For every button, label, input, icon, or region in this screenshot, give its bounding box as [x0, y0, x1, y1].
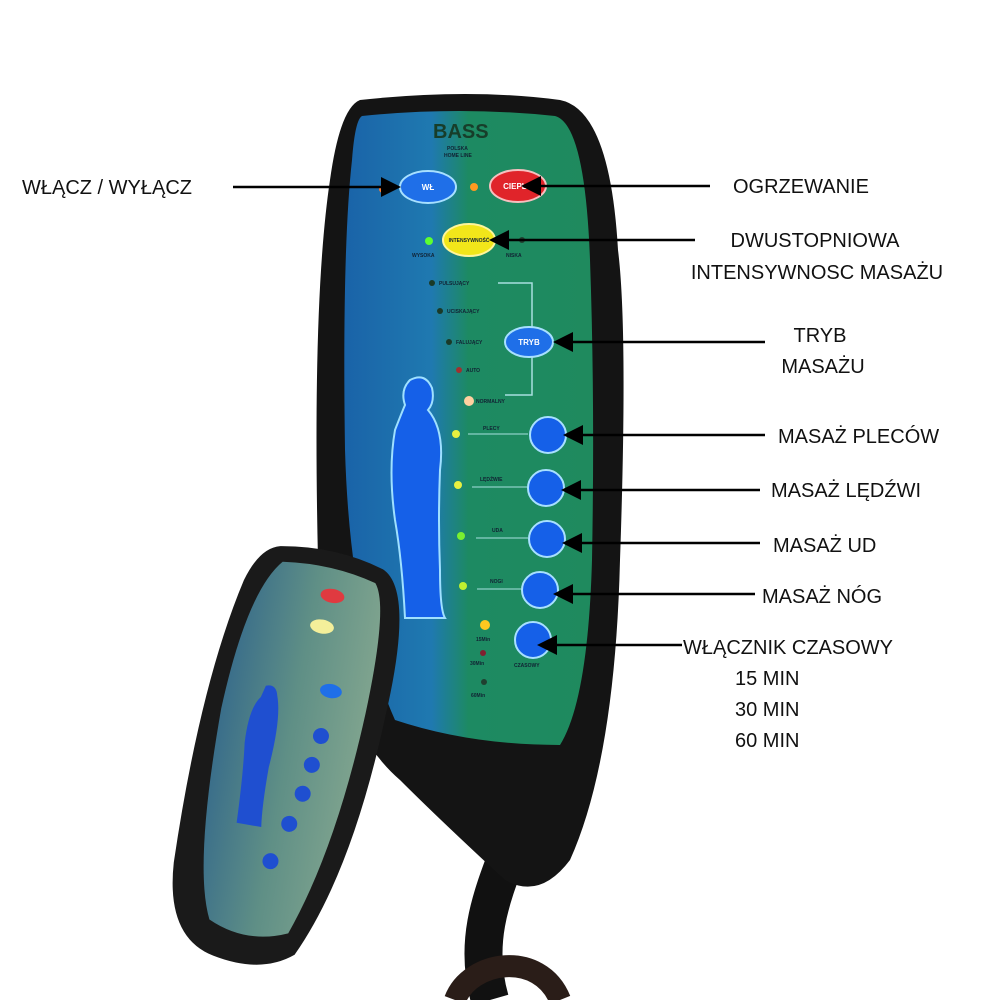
mode-button[interactable]: TRYB: [504, 326, 554, 358]
zone-back[interactable]: PLECY: [452, 416, 567, 454]
intensity-button[interactable]: INTENSYWNOŚĆ: [442, 223, 496, 257]
label-timer-60: 60 MIN: [735, 730, 799, 752]
power-button[interactable]: WŁ: [399, 170, 457, 204]
svg-text:30Min: 30Min: [470, 661, 484, 667]
back-button: [529, 416, 567, 454]
svg-text:UDA: UDA: [492, 528, 503, 534]
svg-text:INTENSYWNOŚĆ: INTENSYWNOŚĆ: [449, 236, 490, 244]
svg-text:FALUJĄCY: FALUJĄCY: [456, 340, 483, 346]
svg-text:LĘDŹWIE: LĘDŹWIE: [480, 475, 503, 483]
svg-text:60Min: 60Min: [471, 693, 485, 699]
body-silhouette: [390, 376, 447, 619]
svg-text:NOGI: NOGI: [490, 579, 503, 585]
mode-list: PULSUJĄCY UCISKAJĄCY FALUJĄCY AUTO NORMA…: [429, 280, 506, 406]
label-heating: OGRZEWANIE: [733, 176, 869, 198]
label-timer: WŁĄCZNIK CZASOWY: [683, 637, 893, 659]
timer-group: 15Min 30Min 60Min: [470, 620, 490, 699]
main-remote: BASS POLSKA HOME LINE WŁ CIEPŁO INTENSYW…: [316, 94, 624, 887]
label-intensity-2: INTENSYWNOSC MASAŻU: [691, 261, 943, 284]
label-timer-15: 15 MIN: [735, 668, 799, 690]
secondary-remote: [172, 546, 400, 965]
svg-text:PULSUJĄCY: PULSUJĄCY: [439, 281, 470, 287]
label-back: MASAŻ PLECÓW: [778, 425, 939, 448]
svg-text:WŁ: WŁ: [422, 183, 435, 192]
zone-thighs[interactable]: UDA: [457, 520, 566, 558]
annotations: WŁĄCZ / WYŁĄCZ OGRZEWANIE DWUSTOPNIOWA I…: [22, 176, 943, 752]
svg-text:PLECY: PLECY: [483, 426, 500, 432]
heat-led: [470, 183, 478, 191]
svg-text:CIEPŁO: CIEPŁO: [503, 182, 533, 191]
lumbar-button: [527, 469, 565, 507]
label-mode-2: MASAŻU: [781, 355, 864, 378]
brand-logo: BASS: [433, 121, 489, 143]
brand-sub: POLSKA: [447, 146, 468, 152]
svg-text:TRYB: TRYB: [518, 338, 540, 347]
brand-line: HOME LINE: [444, 153, 472, 159]
label-legs: MASAŻ NÓG: [762, 585, 882, 608]
label-intensity-1: DWUSTOPNIOWA: [731, 230, 901, 252]
svg-text:15Min: 15Min: [476, 637, 490, 643]
svg-text:CZASOWY: CZASOWY: [514, 663, 540, 669]
svg-text:UCISKAJĄCY: UCISKAJĄCY: [447, 309, 480, 315]
zone-lumbar[interactable]: LĘDŹWIE: [454, 469, 565, 507]
intensity-low-label: NISKA: [506, 253, 522, 259]
svg-text:AUTO: AUTO: [466, 368, 480, 374]
label-power: WŁĄCZ / WYŁĄCZ: [22, 177, 192, 199]
zone-legs[interactable]: NOGI: [459, 571, 559, 609]
intensity-high-label: WYSOKA: [412, 253, 435, 259]
label-mode-1: TRYB: [794, 325, 847, 347]
cable-loop: [444, 955, 571, 1000]
intensity-high-led: [425, 237, 433, 245]
svg-text:NORMALNY: NORMALNY: [476, 399, 506, 405]
label-timer-30: 30 MIN: [735, 699, 799, 721]
label-lumbar: MASAŻ LĘDŹWI: [771, 479, 921, 502]
legs-button: [521, 571, 559, 609]
thighs-button: [528, 520, 566, 558]
label-thighs: MASAŻ UD: [773, 534, 876, 557]
